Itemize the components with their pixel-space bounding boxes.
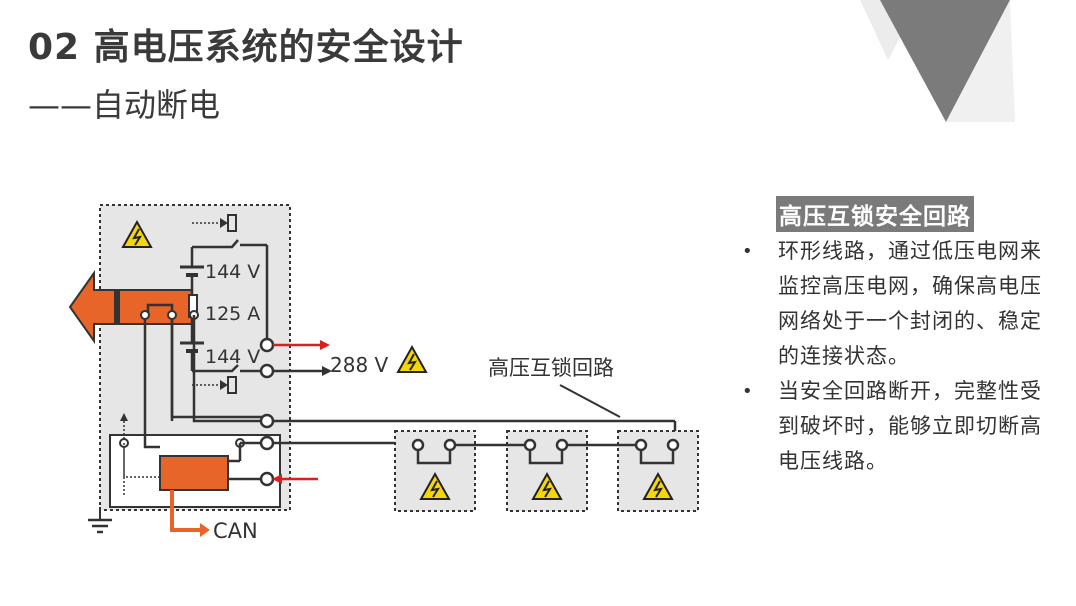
panel-heading: 高压互锁安全回路: [776, 196, 974, 232]
can-label: CAN: [213, 519, 258, 543]
interlock-loop-label: 高压互锁回路: [488, 356, 614, 380]
voltage-bottom-label: 144 V: [205, 346, 260, 368]
output-voltage-label: 288 V: [330, 353, 389, 377]
slide-title: 02 高电压系统的安全设计: [28, 27, 464, 68]
bullet-item: 当安全回路断开，完整性受到破坏时，能够立即切断高电压线路。: [740, 374, 1060, 479]
decorative-triangles: [860, 0, 1015, 122]
interlock-module-1: [394, 430, 476, 512]
current-label: 125 A: [205, 303, 260, 325]
slide-subtitle: ——自动断电: [28, 86, 221, 124]
bms-controller: [159, 455, 229, 491]
bullet-item: 环形线路，通过低压电网来监控高压电网，确保高电压网络处于一个封闭的、稳定的连接状…: [740, 234, 1060, 374]
hv-interlock-diagram: 144 V 125 A 144 V 288 V: [68, 204, 699, 543]
bullet-list: 环形线路，通过低压电网来监控高压电网，确保高电压网络处于一个封闭的、稳定的连接状…: [740, 234, 1060, 479]
interlock-module-3: [617, 430, 699, 512]
interlock-module-2: [506, 430, 588, 512]
voltage-top-label: 144 V: [205, 261, 260, 283]
